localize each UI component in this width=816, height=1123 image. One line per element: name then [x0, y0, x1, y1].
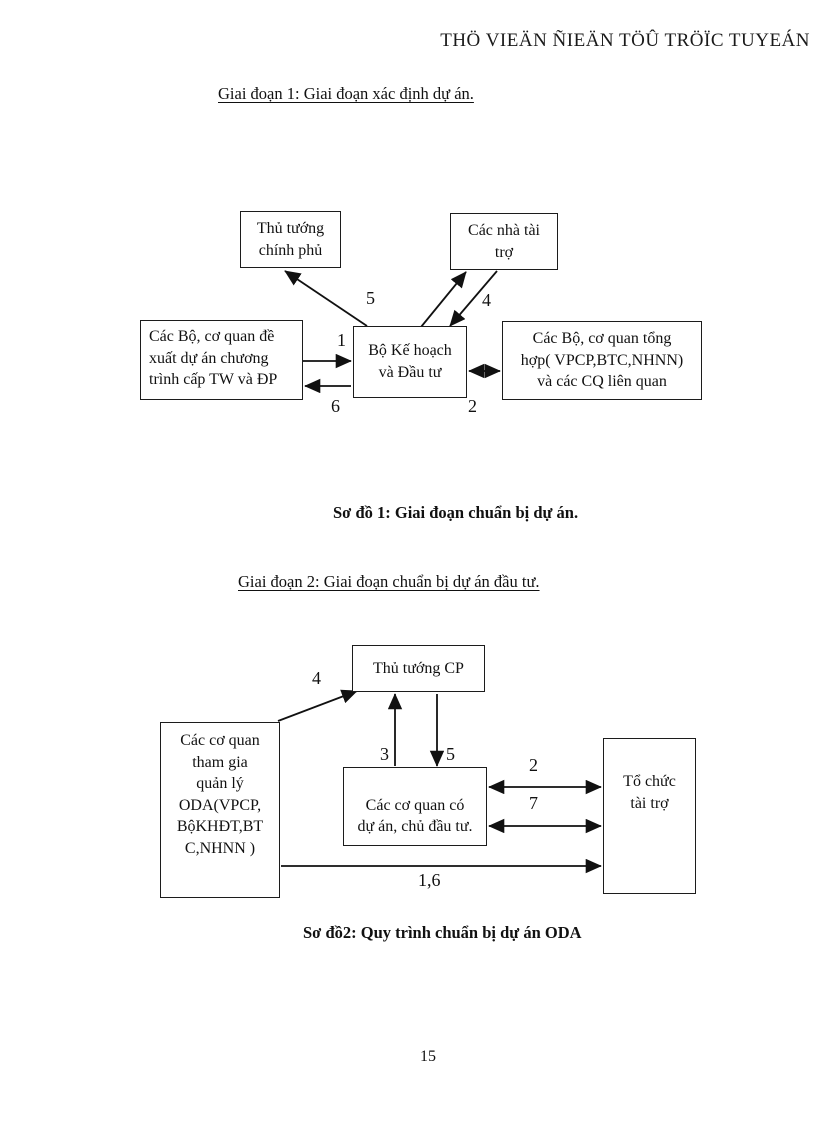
arrow-label-5: 5: [366, 288, 375, 308]
box-prime-minister-cp-label: Thủ tướng CP: [373, 659, 464, 677]
box-proposing-agencies-label: Các Bộ, cơ quan đề xuất dự án chương trì…: [149, 328, 278, 389]
arrow-4-donors-to-mpi: [449, 270, 498, 327]
arrow-4-mpi-to-donors: [420, 271, 467, 328]
arrow-5-mpi-to-pm: [284, 270, 368, 327]
arrow-label-5b: 5: [446, 744, 455, 764]
arrow-label-7: 7: [529, 793, 538, 813]
box-oda-management-agencies: Các cơ quan tham gia quản lý ODA(VPCP, B…: [160, 722, 280, 898]
box-project-owners-label: Các cơ quan có dự án, chủ đầu tư.: [357, 796, 473, 836]
phase1-heading: Giai đoạn 1: Giai đoạn xác định dự án.: [218, 84, 474, 103]
box-general-agencies: Các Bộ, cơ quan tổng hợp( VPCP,BTC,NHNN)…: [502, 321, 702, 400]
box-funding-organization-label: Tổ chức tài trợ: [623, 773, 676, 812]
arrow-label-16: 1,6: [418, 870, 441, 890]
arrow-label-1: 1: [337, 330, 346, 350]
phase2-heading: Giai đoạn 2: Giai đoạn chuẩn bị dự án đầ…: [238, 572, 540, 591]
arrow-label-6: 6: [331, 396, 340, 416]
library-header-text: THÖ VIEÄN ÑIEÄN TÖÛ TRÖÏC TUYEÁN: [440, 30, 810, 51]
arrow-label-3: 3: [380, 744, 389, 764]
box-funding-organization: Tổ chức tài trợ: [603, 738, 696, 894]
box-project-owners: Các cơ quan có dự án, chủ đầu tư.: [343, 767, 487, 846]
page-number: 15: [420, 1048, 436, 1065]
box-proposing-agencies: Các Bộ, cơ quan đề xuất dự án chương trì…: [140, 320, 303, 400]
box-prime-minister: Thủ tướng chính phủ: [240, 211, 341, 268]
diagram2-caption: Sơ đồ2: Quy trình chuẩn bị dự án ODA: [303, 923, 582, 942]
arrow-label-2b: 2: [529, 755, 538, 775]
box-prime-minister-label: Thủ tướng chính phủ: [256, 219, 325, 259]
box-donors-label: Các nhà tài trợ: [468, 221, 540, 261]
diagram1-caption: Sơ đồ 1: Giai đoạn chuẩn bị dự án.: [333, 503, 579, 522]
box-donors: Các nhà tài trợ: [450, 213, 558, 270]
arrow-label-2: 2: [468, 396, 477, 416]
box-prime-minister-cp: Thủ tướng CP: [352, 645, 485, 692]
box-general-agencies-label: Các Bộ, cơ quan tổng hợp( VPCP,BTC,NHNN)…: [520, 330, 684, 391]
box-oda-management-agencies-label: Các cơ quan tham gia quản lý ODA(VPCP, B…: [176, 732, 264, 857]
arrow-label-4b: 4: [312, 668, 321, 688]
box-ministry-planning-investment: Bộ Kế hoạch và Đầu tư: [353, 326, 467, 398]
arrow-4-managers-to-pm: [277, 689, 358, 722]
box-ministry-planning-investment-label: Bộ Kế hoạch và Đầu tư: [368, 342, 452, 381]
arrow-label-4: 4: [482, 290, 491, 310]
